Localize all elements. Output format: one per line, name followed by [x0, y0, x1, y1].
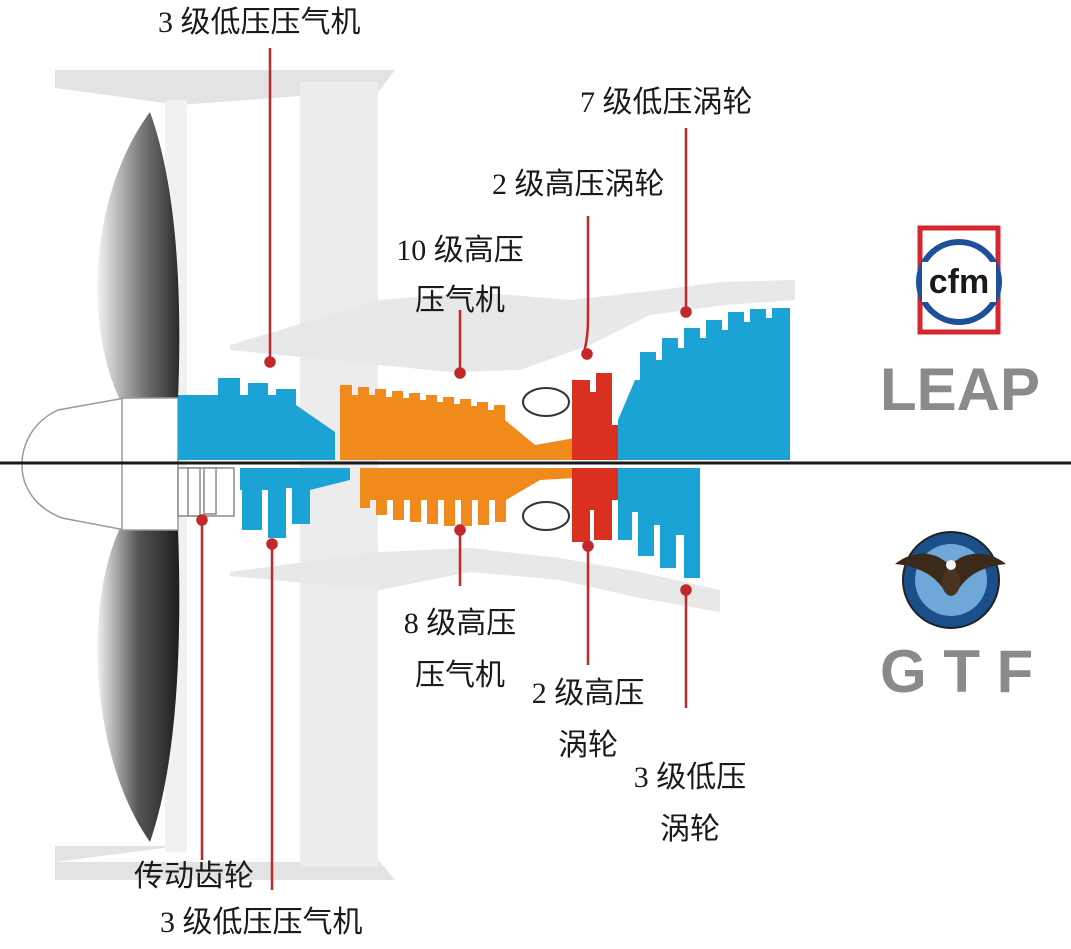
cfm-logo-icon	[916, 225, 1002, 335]
cfm-logo-text: cfm	[928, 263, 990, 301]
core-casing	[230, 280, 795, 612]
gtf-brand-text: G T F	[880, 638, 1034, 705]
combustor-chamber	[522, 387, 570, 417]
label-bottom-hp-compressor-line2: 压气机	[415, 659, 505, 692]
label-bottom-lp-compressor: 3 级低压压气机	[160, 906, 363, 939]
label-gear: 传动齿轮	[134, 860, 254, 893]
label-bottom-hp-compressor-line1: 8 级高压	[403, 607, 517, 640]
leader-lines	[196, 48, 692, 890]
label-bottom-lp-turbine-line1: 3 级低压	[633, 761, 747, 794]
label-bottom-lp-turbine: 3 级低压 涡轮	[634, 752, 747, 856]
label-bottom-hp-compressor: 8 级高压 压气机	[404, 598, 517, 702]
label-bottom-hp-turbine-line1: 2 级高压	[531, 677, 645, 710]
label-top-hp-turbine: 2 级高压涡轮	[492, 168, 665, 201]
gtf-gearbox	[177, 467, 235, 517]
leap-lp-compressor	[178, 378, 335, 460]
leap-hp-turbine	[572, 373, 618, 460]
gtf-lp-compressor	[178, 468, 350, 538]
leap-hp-compressor	[340, 385, 575, 460]
gtf-lp-turbine	[618, 468, 700, 578]
label-top-hp-compressor: 10 级高压 压气机	[396, 226, 524, 326]
fan-blades	[97, 112, 180, 842]
label-bottom-hp-turbine: 2 级高压 涡轮	[532, 668, 645, 772]
label-top-lp-compressor: 3 级低压压气机	[158, 6, 361, 39]
label-top-hp-compressor-line1: 10 级高压	[396, 234, 524, 267]
leap-brand-text: LEAP	[880, 356, 1041, 423]
label-bottom-hp-turbine-line2: 涡轮	[558, 729, 618, 762]
gtf-hp-turbine	[572, 468, 618, 542]
gtf-hp-compressor	[360, 468, 575, 526]
eagle-seal-icon	[895, 531, 1006, 629]
combustor-chamber	[522, 501, 570, 531]
leap-lp-turbine	[618, 308, 790, 460]
label-top-hp-compressor-line2: 压气机	[415, 284, 505, 317]
label-top-lp-turbine: 7 级低压涡轮	[580, 86, 753, 119]
label-bottom-lp-turbine-line2: 涡轮	[660, 813, 720, 846]
